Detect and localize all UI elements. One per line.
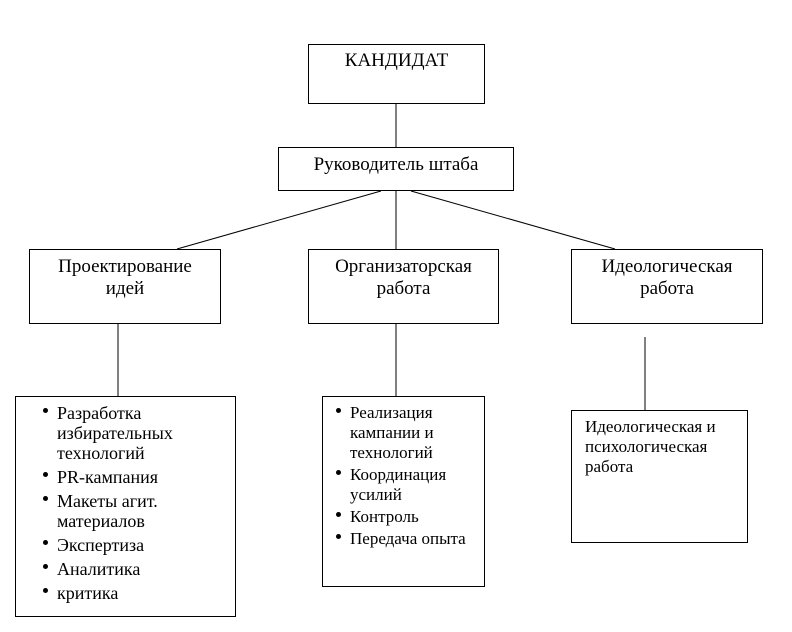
ideological-work-label-line-2: работа [640,278,694,299]
organizational-work-box: Организаторская работа [308,249,499,324]
list-item: PR-кампания [43,467,235,487]
list-item: критика [43,583,235,603]
list-item: Реализация кампании и технологий [336,403,484,463]
connector-head-design [176,190,382,250]
organizational-tasks-box: Реализация кампании и технологий Координ… [322,396,485,587]
ideological-detail-box: Идеологическая и психологическая работа [571,410,748,543]
list-item: Координация усилий [336,465,484,505]
ideological-work-box: Идеологическая работа [571,249,763,324]
idea-design-tasks-box: Разработка избирательных технологий PR-к… [15,396,236,617]
organizational-task-list: Реализация кампании и технологий Координ… [336,403,484,549]
connector-head-ideo [410,190,616,250]
list-item: Экспертиза [43,535,235,555]
idea-design-task-list: Разработка избирательных технологий PR-к… [43,403,235,603]
organizational-work-label-line-1: Организаторская [335,256,472,277]
campaign-head-label: Руководитель штаба [313,154,479,175]
list-item: Разработка избирательных технологий [43,403,235,463]
list-item: Контроль [336,507,484,527]
list-item: Передача опыта [336,529,484,549]
ideological-work-label-line-1: Идеологическая [601,256,733,277]
list-item: Аналитика [43,559,235,579]
organizational-work-label-line-2: работа [376,278,431,299]
candidate-box: КАНДИДАТ [308,44,485,104]
idea-design-box: Проектирование идей [29,249,221,324]
idea-design-label-line-2: идей [105,278,145,299]
ideological-detail-text: Идеологическая и психологическая работа [585,417,716,476]
idea-design-label-line-1: Проектирование [58,256,192,277]
list-item: Макеты агит. материалов [43,491,235,531]
candidate-label: КАНДИДАТ [344,50,449,71]
campaign-head-box: Руководитель штаба [278,147,514,191]
